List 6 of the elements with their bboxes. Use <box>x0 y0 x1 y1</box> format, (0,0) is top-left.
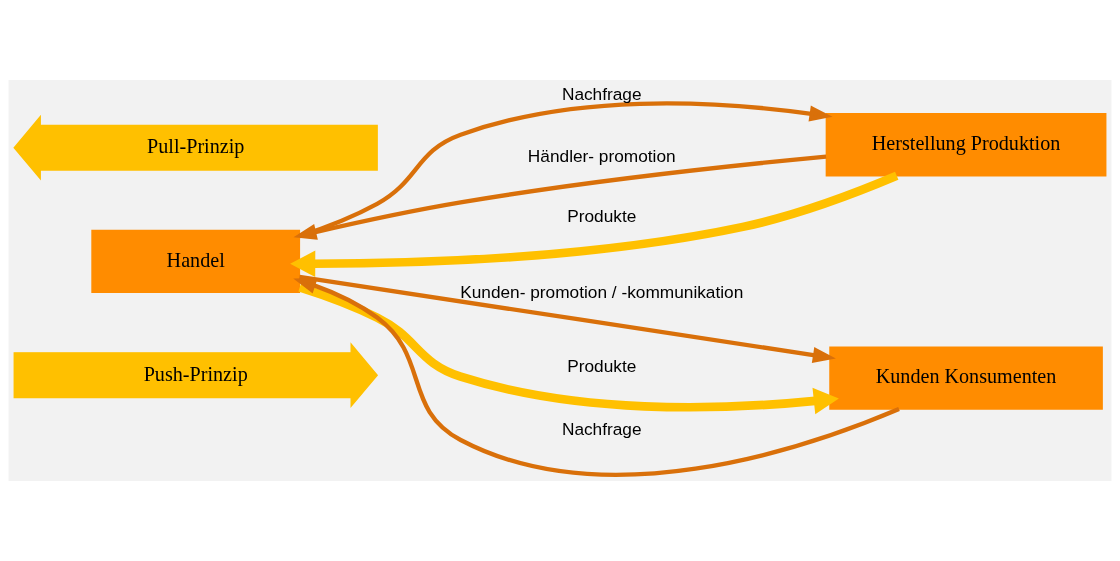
edge-label: Produkte <box>567 205 637 226</box>
edge-label: Nachfrage <box>561 83 642 104</box>
edge-label: Nachfrage <box>561 419 642 440</box>
edge-label: Produkte <box>567 355 637 376</box>
edge-label: Kunden- promotion / -kommunikation <box>460 282 744 303</box>
edge-label: Händler- promotion <box>527 145 676 166</box>
